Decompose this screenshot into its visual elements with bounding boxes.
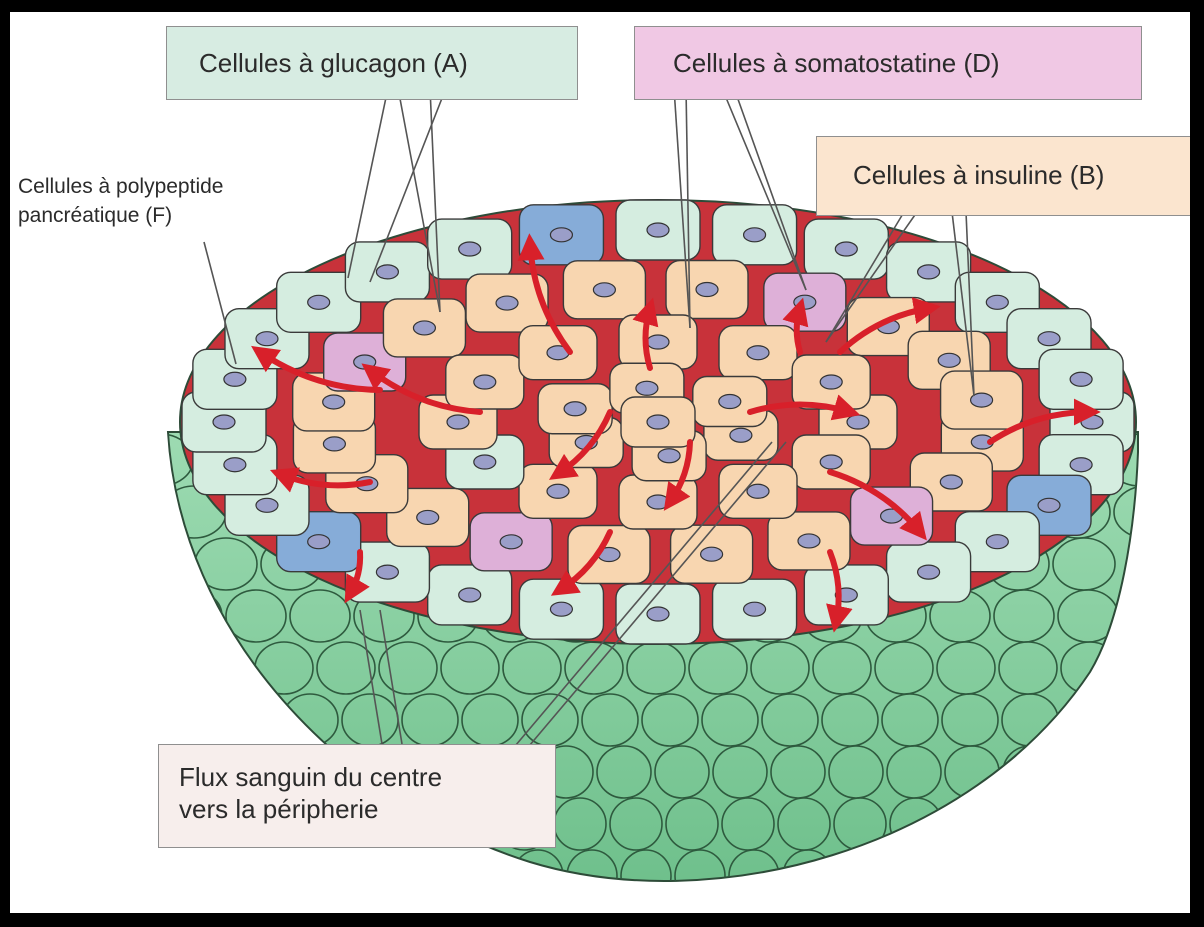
alpha-cell bbox=[713, 579, 797, 639]
alpha-cell bbox=[804, 565, 888, 625]
dome-cell bbox=[459, 850, 509, 902]
dome-cell bbox=[1114, 798, 1166, 850]
beta-cell bbox=[719, 326, 797, 380]
dome-cell bbox=[405, 850, 455, 902]
label-blood-flow-line2: vers la péripherie bbox=[179, 793, 541, 825]
dome-cell bbox=[135, 850, 185, 902]
dome-cell bbox=[222, 694, 278, 746]
label-glucagon-text: Cellules à glucagon (A) bbox=[199, 48, 468, 78]
dome-cell bbox=[193, 642, 251, 694]
dome-cell bbox=[1053, 850, 1103, 902]
label-blood-flow: Flux sanguin du centre vers la péripheri… bbox=[158, 744, 556, 848]
dome-cell bbox=[243, 850, 293, 902]
dome-cell bbox=[946, 798, 998, 850]
dome-cell bbox=[1119, 746, 1173, 798]
dome-cell bbox=[162, 694, 218, 746]
dome-cell bbox=[837, 850, 887, 902]
beta-cell bbox=[619, 315, 697, 369]
alpha-cell bbox=[1039, 349, 1123, 409]
alpha-cell bbox=[345, 242, 429, 302]
label-somatostatin-cells: Cellules à somatostatine (D) bbox=[634, 26, 1142, 100]
dome-cell bbox=[131, 642, 189, 694]
beta-cell bbox=[671, 525, 753, 583]
beta-cell bbox=[621, 397, 695, 447]
label-insulin-text: Cellules à insuline (B) bbox=[853, 160, 1104, 190]
beta-cell bbox=[619, 475, 697, 529]
label-polypeptide-line2: pancréatique (F) bbox=[18, 201, 223, 230]
beta-cell bbox=[792, 355, 870, 409]
beta-cell bbox=[693, 376, 767, 426]
label-somatostatin-text: Cellules à somatostatine (D) bbox=[673, 48, 1000, 78]
dome-cell bbox=[1107, 850, 1157, 902]
delta-cell bbox=[470, 513, 552, 571]
alpha-cell bbox=[428, 565, 512, 625]
label-glucagon-cells: Cellules à glucagon (A) bbox=[166, 26, 578, 100]
label-polypeptide-line1: Cellules à polypeptide bbox=[18, 172, 223, 201]
label-insulin-cells: Cellules à insuline (B) bbox=[816, 136, 1190, 216]
alpha-cell bbox=[428, 219, 512, 279]
delta-cell bbox=[764, 273, 846, 331]
beta-cell bbox=[768, 512, 850, 570]
beta-cell bbox=[941, 371, 1023, 429]
islet-diagram: Cellules à glucagon (A) Cellules à somat… bbox=[10, 12, 1190, 913]
flow-arrow bbox=[797, 308, 800, 352]
dome-cell bbox=[891, 850, 941, 902]
beta-cell bbox=[563, 261, 645, 319]
dome-cell bbox=[1002, 798, 1054, 850]
dome-cell bbox=[1061, 746, 1115, 798]
dome-cell bbox=[999, 850, 1049, 902]
beta-cell bbox=[446, 355, 524, 409]
dome-cell bbox=[351, 850, 401, 902]
dome-cell bbox=[1062, 694, 1118, 746]
dome-cell bbox=[945, 850, 995, 902]
dome-cell bbox=[129, 538, 191, 590]
dome-cell bbox=[189, 850, 239, 902]
alpha-cell bbox=[713, 205, 797, 265]
alpha-cell bbox=[887, 542, 971, 602]
delta-cell bbox=[851, 487, 933, 545]
beta-cell bbox=[383, 299, 465, 357]
dome-cell bbox=[1058, 798, 1110, 850]
label-blood-flow-line1: Flux sanguin du centre bbox=[179, 761, 541, 793]
label-polypeptide-cells: Cellules à polypeptide pancréatique (F) bbox=[18, 172, 223, 230]
beta-cell bbox=[666, 261, 748, 319]
dome-cell bbox=[297, 850, 347, 902]
dome-cell bbox=[1003, 746, 1057, 798]
